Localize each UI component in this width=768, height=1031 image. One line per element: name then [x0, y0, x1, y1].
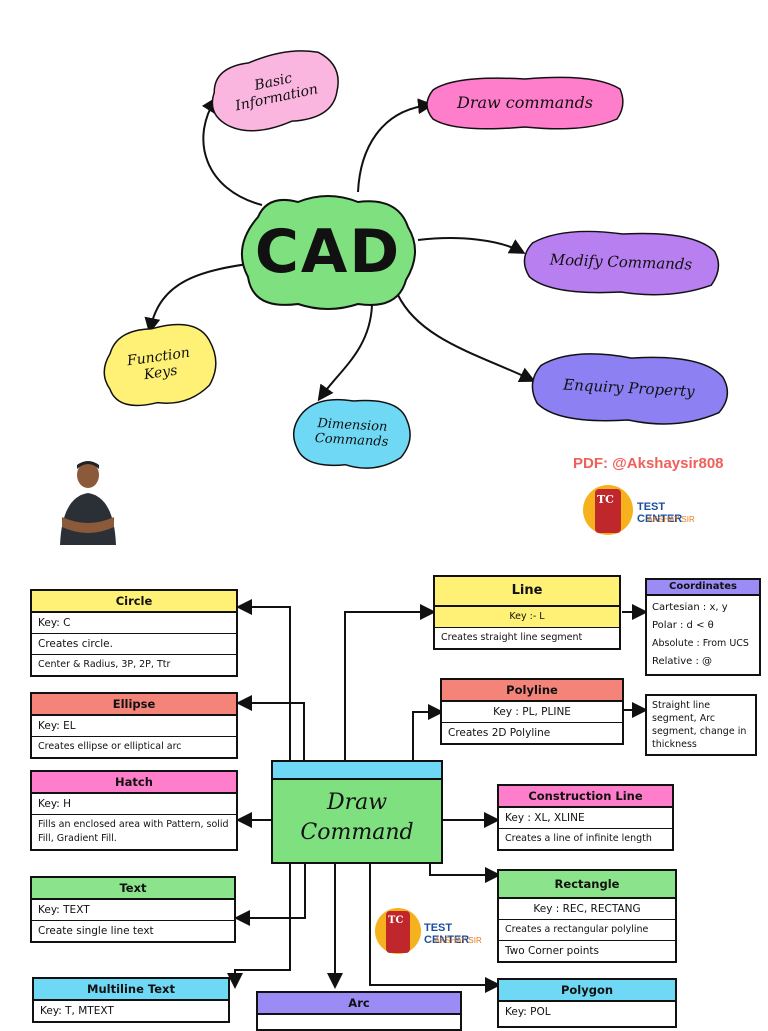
line-title: Line [435, 577, 619, 607]
coordinates-cartesian: Cartesian : x, y [652, 602, 728, 613]
rectangle-key: Key : REC, RECTANG [499, 899, 675, 920]
basic-info-blob [211, 50, 339, 132]
rectangle-card: Rectangle Key : REC, RECTANG Creates a r… [497, 869, 677, 963]
text-desc: Create single line text [38, 925, 154, 937]
draw-command-box: Draw Command [271, 760, 443, 864]
mid-logo-title: TEST CENTER [424, 922, 470, 946]
polyline-desc: Creates 2D Polyline [448, 727, 551, 739]
basic-info-node: Basic Information [198, 36, 352, 143]
ellipse-key: Key: EL [32, 716, 236, 737]
coordinates-relative: Relative : @ [652, 656, 713, 667]
rectangle-desc: Creates a rectangular polyline [499, 920, 675, 941]
function-keys-blob [103, 323, 217, 407]
polyline-card: Polyline Key : PL, PLINE Creates 2D Poly… [440, 678, 624, 745]
dimension-commands-node: Dimension Commands [290, 392, 414, 473]
mid-logo: TC TEST CENTER - AKSHAY SIR [375, 908, 500, 960]
arc-card: Arc [256, 991, 462, 1031]
polygon-card: Polygon Key: POL [497, 978, 677, 1028]
coordinates-title: Coordinates [647, 580, 759, 596]
ellipse-desc: Creates ellipse or elliptical arc [38, 741, 182, 752]
text-key: Key: TEXT [32, 900, 234, 921]
enquiry-property-blob [531, 353, 729, 425]
circle-title: Circle [32, 591, 236, 613]
hatch-title: Hatch [32, 772, 236, 794]
dimension-commands-blob [292, 398, 411, 469]
center-blob [241, 195, 416, 310]
mtext-title: Multiline Text [34, 979, 228, 1001]
polyline-note: Straight line segment, Arc segment, chan… [645, 694, 757, 756]
logo-title: TEST CENTER [637, 501, 683, 525]
hatch-card: Hatch Key: H Fills an enclosed area with… [30, 770, 238, 851]
coordinates-card: Coordinates Cartesian : x, y Polar : d <… [645, 578, 761, 676]
arc-title: Arc [258, 993, 460, 1015]
hatch-desc: Fills an enclosed area with Pattern, sol… [38, 819, 229, 844]
rectangle-title: Rectangle [499, 871, 675, 899]
circle-card: Circle Key: C Creates circle. Center & R… [30, 589, 238, 677]
text-card: Text Key: TEXT Create single line text [30, 876, 236, 943]
draw-commands-node: Draw commands [425, 75, 625, 130]
text-title: Text [32, 878, 234, 900]
logo-badge-text: TC [597, 493, 614, 506]
circle-key: Key: C [32, 613, 236, 634]
polygon-key: Key: POL [505, 1006, 551, 1018]
center-label: CAD [254, 217, 402, 287]
function-keys-node: Function Keys [97, 314, 223, 414]
avatar [52, 457, 124, 545]
modify-commands-node: Modify Commands [521, 225, 721, 300]
pdf-credit: PDF: @Akshaysir808 [573, 455, 724, 472]
xline-card: Construction Line Key : XL, XLINE Create… [497, 784, 674, 851]
draw-commands-label: Draw commands [456, 93, 594, 112]
rectangle-opts: Two Corner points [505, 945, 599, 957]
center-node: CAD [238, 192, 418, 312]
modify-commands-blob [523, 230, 720, 296]
xline-title: Construction Line [499, 786, 672, 808]
mid-logo-subtitle: - AKSHAY SIR [430, 936, 482, 945]
hatch-key: Key: H [32, 794, 236, 815]
polyline-key: Key : PL, PLINE [442, 702, 622, 723]
mid-logo-badge-text: TC [388, 915, 404, 926]
coordinates-polar: Polar : d < θ [652, 620, 714, 631]
mtext-card: Multiline Text Key: T, MTEXT [32, 977, 230, 1023]
polygon-title: Polygon [499, 980, 675, 1002]
ellipse-card: Ellipse Key: EL Creates ellipse or ellip… [30, 692, 238, 759]
draw-command-title: Draw Command [300, 790, 414, 845]
circle-opts: Center & Radius, 3P, 2P, Ttr [38, 659, 171, 670]
ellipse-title: Ellipse [32, 694, 236, 716]
draw-command-header [273, 762, 441, 780]
coordinates-absolute: Absolute : From UCS [652, 638, 749, 649]
xline-key: Key : XL, XLINE [499, 808, 672, 829]
line-key: Key :- L [435, 607, 619, 628]
circle-desc: Creates circle. [32, 634, 236, 655]
dimension-commands-label: Dimension Commands [314, 415, 389, 450]
top-logo: TC TEST CENTER - AKSHAY SIR [583, 485, 713, 537]
draw-commands-blob [426, 76, 624, 130]
xline-desc: Creates a line of infinite length [505, 833, 652, 844]
line-desc: Creates straight line segment [441, 632, 583, 643]
mtext-key: Key: T, MTEXT [40, 1005, 114, 1017]
phone-icon [595, 489, 621, 533]
enquiry-property-node: Enquiry Property [528, 345, 730, 430]
line-card: Line Key :- L Creates straight line segm… [433, 575, 621, 650]
mid-phone-icon [386, 911, 410, 953]
polyline-title: Polyline [442, 680, 622, 702]
logo-subtitle: - AKSHAY SIR [643, 515, 695, 524]
